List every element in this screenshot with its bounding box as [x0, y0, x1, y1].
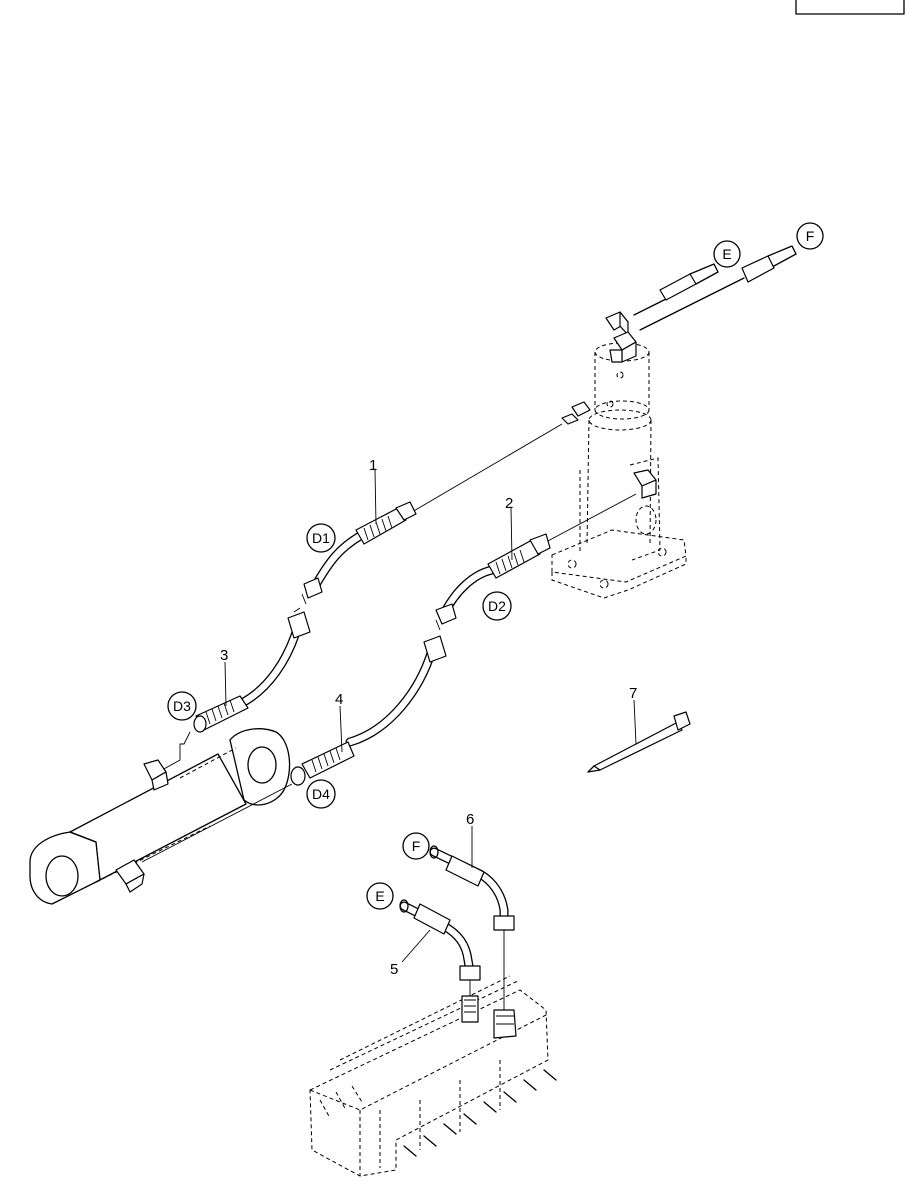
cable-tie: [587, 711, 691, 773]
callout-5: 5: [390, 961, 398, 978]
callout-4: 4: [335, 691, 343, 708]
svg-text:D2: D2: [488, 598, 506, 614]
callout-6: 6: [466, 811, 474, 828]
circle-label-f-bottom: F: [402, 832, 430, 860]
circle-label-e-bottom: E: [366, 882, 394, 910]
pipe-5: [399, 899, 481, 981]
part-number-labels: 1 2 3 4 5 6 7: [220, 457, 637, 978]
svg-text:D1: D1: [312, 530, 330, 546]
circle-label-d3: D3: [167, 691, 197, 721]
control-valve: [309, 975, 557, 1177]
hose-2: [435, 493, 637, 631]
pipe-f-top: [639, 245, 797, 331]
circle-label-e-top: E: [713, 240, 741, 268]
circle-label-d4: D4: [306, 779, 336, 809]
hose-4: [141, 635, 447, 863]
svg-text:D3: D3: [173, 698, 191, 714]
circle-label-d1: D1: [306, 523, 336, 553]
svg-text:E: E: [375, 888, 384, 904]
callout-2: 2: [505, 495, 513, 512]
circle-label-d2: D2: [482, 591, 512, 621]
hose-1: [301, 423, 563, 605]
connection-labels: D1 D2 D3 D4 E F F E: [167, 222, 824, 910]
side-port-fittings: [561, 401, 657, 499]
vertical-cylinder: [551, 342, 687, 599]
hose-3: [161, 607, 311, 771]
callout-3: 3: [220, 647, 228, 664]
pipe-e-top: [633, 263, 719, 316]
svg-text:D4: D4: [312, 786, 330, 802]
pipe-6: [429, 845, 515, 1010]
top-elbow-fittings: [605, 311, 637, 363]
callout-1: 1: [369, 457, 377, 474]
leader-lines: [224, 469, 637, 963]
svg-text:F: F: [806, 228, 815, 244]
horizontal-cylinder: [29, 728, 291, 905]
svg-text:E: E: [722, 246, 731, 262]
circle-label-f-top: F: [796, 222, 824, 250]
svg-text:F: F: [412, 838, 421, 854]
page-number-box: [795, 0, 905, 15]
callout-7: 7: [629, 685, 637, 702]
